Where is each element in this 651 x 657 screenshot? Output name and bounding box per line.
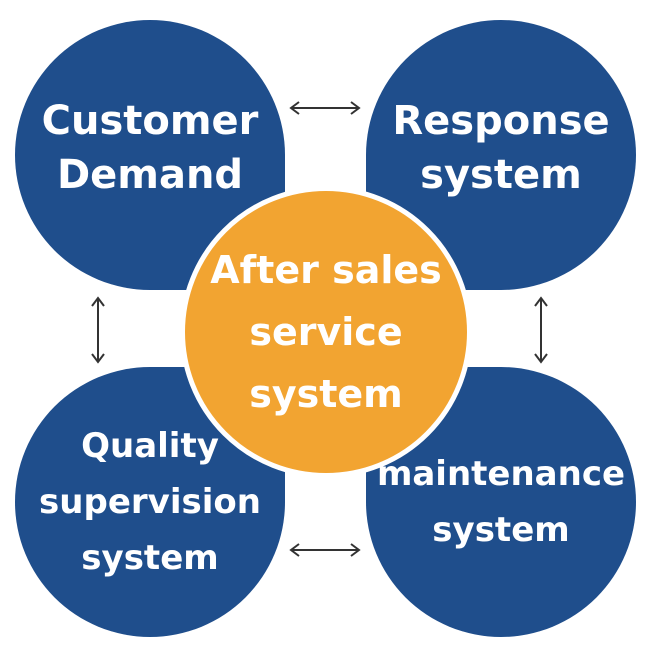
after-sales-center-label: After sales service system [210,248,442,416]
after-sales-center-node: After sales service system [180,186,472,478]
quality-supervision-label: Quality supervision system [39,426,261,578]
maintenance-system-label: maintenance system [376,454,626,550]
bottom-double-arrow-icon [289,543,361,557]
left-double-arrow-icon [91,296,105,364]
response-system-label: Response system [392,98,610,198]
right-double-arrow-icon [534,296,548,364]
top-double-arrow-icon [289,101,361,115]
customer-demand-node: Customer Demand [15,20,285,290]
customer-demand-label: Customer Demand [41,98,259,198]
